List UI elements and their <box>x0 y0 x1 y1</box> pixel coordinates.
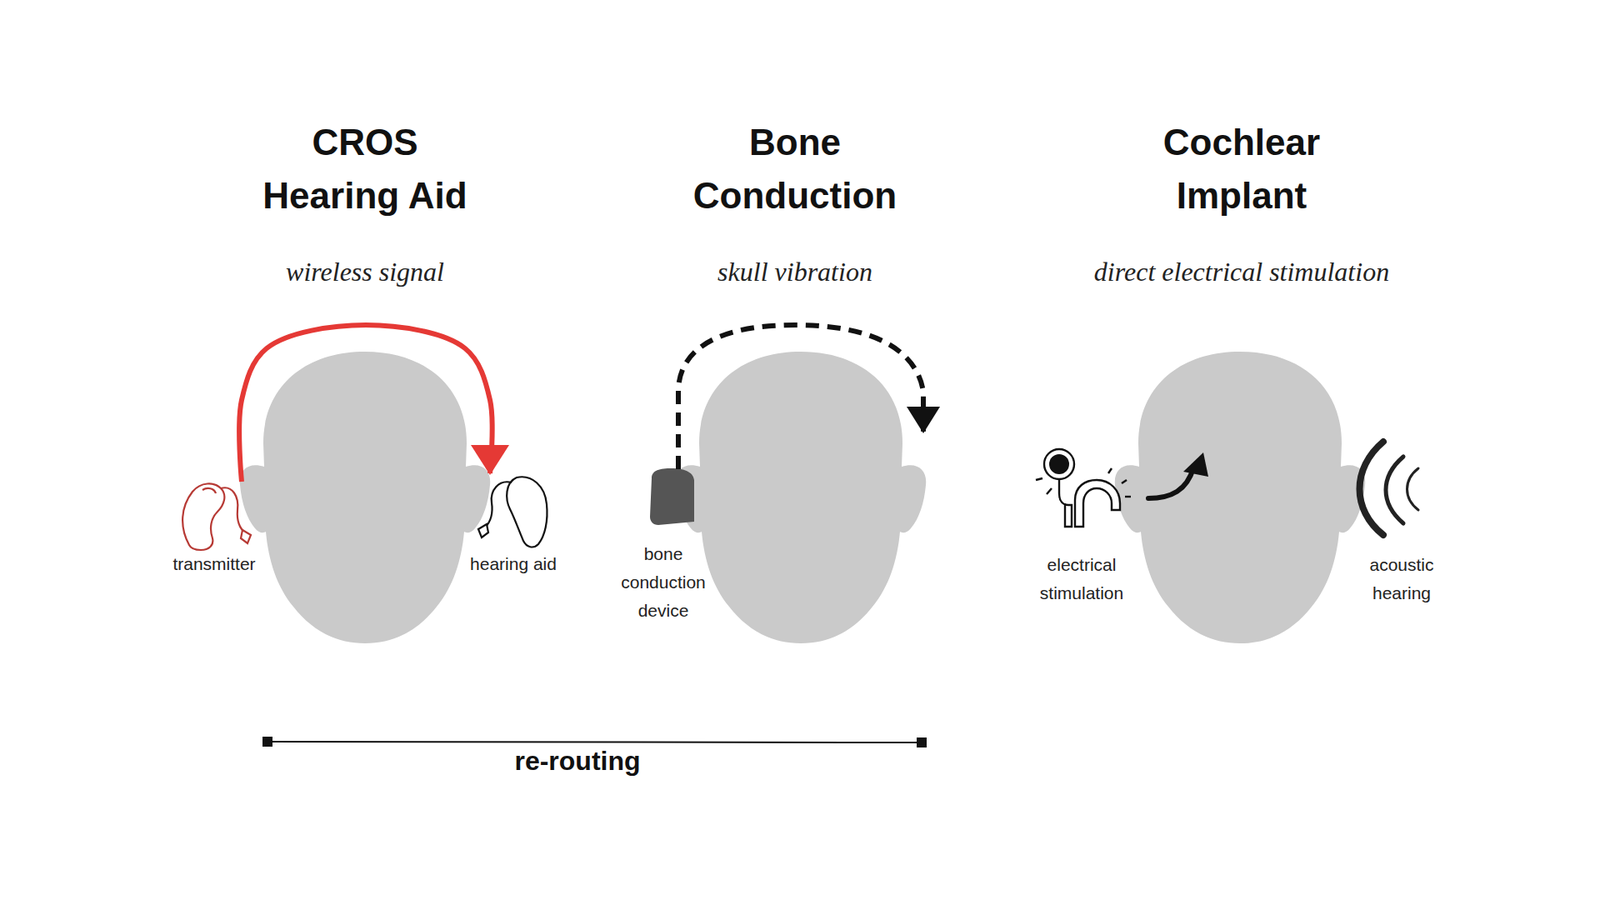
device-label: electrical stimulation <box>1027 550 1136 608</box>
bracket-label: re-routing <box>469 744 686 778</box>
stimulation-arrow-head <box>1183 452 1209 477</box>
mechanism-subtitle: wireless signal <box>190 255 540 289</box>
head-silhouette <box>1115 351 1365 644</box>
mechanism-subtitle: direct electrical stimulation <box>1025 255 1459 289</box>
hearing-aid-device: hearing aid <box>459 481 568 579</box>
hearing-aid-icon <box>478 476 548 547</box>
device-label: hearing aid <box>459 553 568 575</box>
device-label: transmitter <box>160 553 269 575</box>
transmitter-device: transmitter <box>160 481 269 579</box>
head-silhouette <box>675 351 926 644</box>
skull-vibration-arrow <box>678 325 924 470</box>
section-title: Cochlear Implant <box>1125 115 1359 223</box>
mechanism-subtitle: skull vibration <box>620 255 970 289</box>
cochlear-implant-icon <box>1035 449 1131 527</box>
sound-waves <box>1360 441 1420 535</box>
transmitter-icon <box>182 483 251 550</box>
section-title: Bone Conduction <box>678 115 912 223</box>
section-title: CROS Hearing Aid <box>248 115 482 223</box>
head-silhouette <box>240 351 490 644</box>
stimulation-arrow <box>1148 468 1194 499</box>
wireless-signal-arrow <box>239 325 493 482</box>
device-label: bone conduction device <box>609 540 718 625</box>
bone-conduction-device-icon <box>650 468 695 525</box>
device-label: acoustic hearing <box>1355 550 1448 608</box>
